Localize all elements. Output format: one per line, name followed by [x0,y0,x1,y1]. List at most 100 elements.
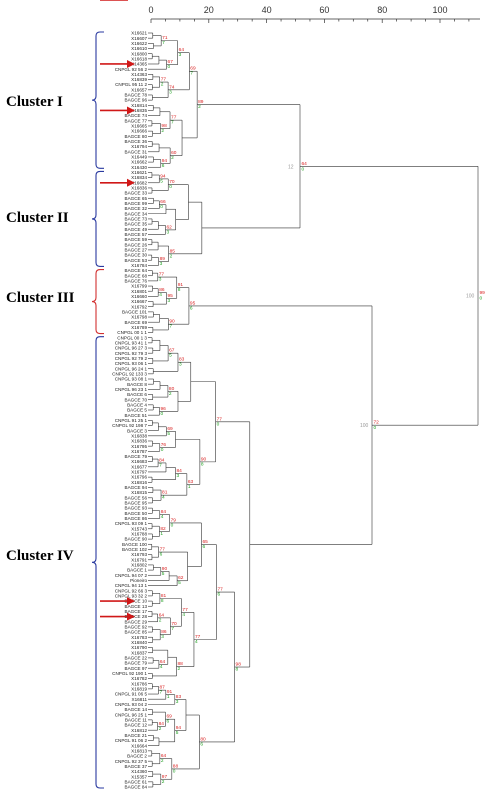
axis-tick-label: 0 [148,5,153,15]
leaf-label: BAGCE 77 [125,118,148,123]
support-label: 80 [169,386,175,392]
leaf-label: X16795 [131,444,147,449]
leaf-label: BAGCE 14 [125,707,148,712]
leaf-label: BAGCE 3 [127,428,147,433]
leaf-label: X16610 [131,46,147,51]
leaf-label: CNPGL 94 07 2 [115,573,148,578]
leaf-label: BAGCE 84 [125,785,148,790]
leaf-label: X16682 [131,180,147,185]
leaf-label: CNPGL 91 06 2 [115,738,148,743]
leaf-label: BAGCE 53 [125,258,148,263]
support-label: 67 [169,348,175,354]
leaf-label: X16815 [131,490,147,495]
leaf-label: X16784 [131,263,147,268]
leaf-label: CNPGL 00 1 3 [117,335,147,340]
support-label: 100 [466,294,475,300]
support-label: 5 [178,580,181,586]
tree-branches [148,32,479,788]
support-label: 77 [171,115,177,121]
support-label: 0 [173,768,176,774]
leaf-label: X16800 [131,51,147,56]
support-label: 79 [171,517,177,523]
leaf-label: BAGCE 1 [127,568,147,573]
support-label: 88 [173,763,179,769]
leaf-label: BAGCE 80 [125,134,148,139]
leaf-label: X16840 [131,640,147,645]
leaf-label: CNPGL 91 25 1 [115,418,148,423]
leaf-label: X16662 [131,160,147,165]
leaf-label: X16618 [131,56,147,61]
support-label: 5 [162,571,165,577]
support-label: 7 [159,690,162,696]
leaf-label: BAGCE 74 [125,113,148,118]
support-label: 90 [201,456,207,462]
leaf-label: CNPGL 92 37 5 [115,759,148,764]
support-label: 89 [198,99,204,105]
leaf-label: X16794 [131,144,147,149]
leaf-label: X16790 [131,645,147,650]
support-label: 7 [171,120,174,126]
support-label: 6 [202,544,205,550]
marker-arrows [100,0,135,621]
leaf-label: CNPGL 91 06 5 [115,692,148,697]
leaf-label: X16621 [131,170,147,175]
leaf-label: X16683 [131,459,147,464]
support-label: 4 [162,495,165,501]
support-label: 3 [159,277,162,283]
support-label: 86 [159,287,165,293]
axis-tick-label: 80 [377,5,387,15]
support-label: 95 [167,293,173,299]
support-label: 3 [161,634,164,640]
support-label: 0 [160,204,163,210]
leaf-label: BAGCE 51 [125,413,148,418]
support-label: 64 [161,753,167,759]
leaf-label: CNPGL 93 32 2 [115,594,148,599]
leaf-label: BAGCE 78 [125,93,148,98]
support-label: 77 [217,587,223,593]
leaf-label: CNPGL 92 190 1 [112,671,147,676]
leaf-label: CNPGL 92 66 3 [115,588,148,593]
support-label: 82 [160,526,166,532]
leaf-label: X16811 [132,697,148,702]
support-label: 70 [169,179,175,185]
leaf-label: CNPGL 92 79 2 [115,356,148,361]
leaf-label: BAGCE 99 [125,201,148,206]
support-label: 100 [360,423,369,429]
leaf-label: X16449 [131,155,147,160]
support-label: 3 [169,89,172,95]
support-label: 8 [201,461,204,467]
support-label: 2 [161,82,164,88]
leaf-label: X16799 [131,284,147,289]
support-label: 85 [170,248,176,254]
cluster-braces [91,31,104,789]
support-label: 96 [161,406,167,412]
leaf-label: BAGCE 79 [125,454,148,459]
leaf-label: BAGCE 92 [125,625,148,630]
leaf-label: BAGCE 34 [125,211,148,216]
support-label: 5 [169,353,172,359]
support-label: 6 [160,552,163,558]
leaf-label: BAGCE 100 [122,542,147,547]
cluster-brace [91,31,104,169]
support-label: 2 [161,758,164,764]
leaf-label: BAGCE 73 [125,217,148,222]
leaf-label: BAGCE 85 [125,630,148,635]
leaf-label: BAGCE 13 [125,604,148,609]
leaf-label: CNPGL 96 27 3 [115,346,148,351]
leaf-label: BAGCE 59 [125,237,148,242]
leaf-label: BAGCE 8 [127,382,147,387]
axis-tick-label: 100 [432,5,447,15]
support-label: 74 [169,84,175,90]
support-label: 12 [288,164,294,170]
support-label: 90 [162,566,168,572]
support-label: 81 [162,490,168,496]
leaf-label: X16664 [131,743,147,748]
support-label: 0 [161,447,164,453]
leaf-label: X16796 [131,475,147,480]
support-label: 1 [188,484,191,490]
leaf-label: BAGCE 11 [125,717,148,722]
support-label: 2 [178,666,181,672]
support-label: 3 [179,362,182,368]
support-label: 1 [167,694,170,700]
leaf-label: BAGCE 79 [125,661,148,666]
